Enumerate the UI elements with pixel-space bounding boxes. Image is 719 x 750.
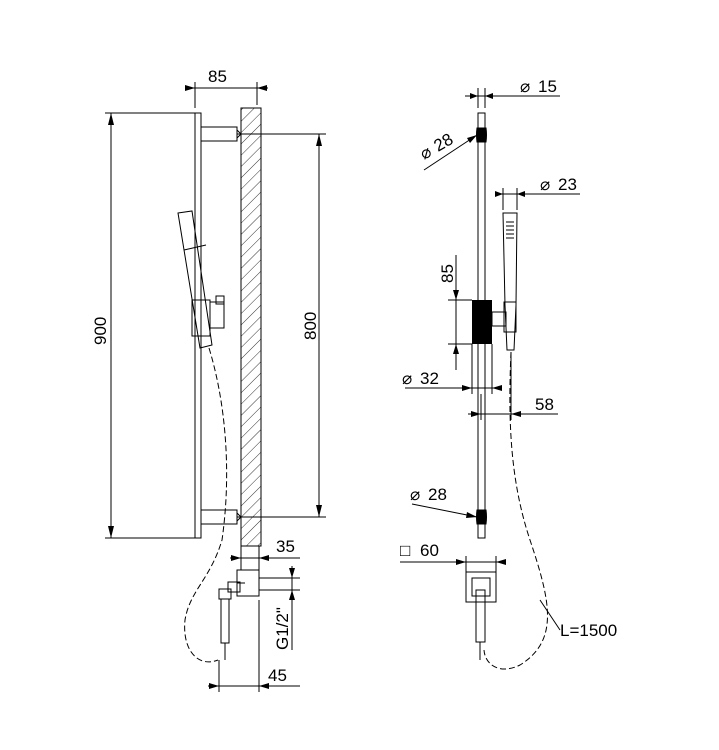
diameter-symbol-15: ⌀ [520,77,530,96]
dim-28-bottom: ⌀ 28 [410,485,478,518]
label-thread: G1/2" [273,607,292,650]
side-hose [184,347,228,663]
diameter-symbol-23: ⌀ [540,175,550,194]
dim-thread: G1/2" [259,566,300,650]
dim-800: 800 [252,133,326,518]
label-offset-58: 58 [535,395,554,414]
label-width-45: 45 [268,666,287,685]
label-bottom-cap-28: 28 [428,485,447,504]
dim-28-top: ⌀ 28 [417,130,478,171]
front-handshower [502,212,518,351]
label-width-85: 85 [208,67,227,86]
front-view: ⌀ 15 ⌀ 28 ⌀ 23 85 [400,77,617,670]
top-cap [476,127,487,143]
square-symbol-60: □ [400,541,410,560]
dim-32: ⌀ 32 [402,344,502,394]
label-depth-35: 35 [276,537,295,556]
dim-hose-length: L=1500 [539,599,617,640]
diameter-symbol-28-top: ⌀ [417,142,435,164]
label-height-900: 900 [91,317,110,345]
label-rod-15: 15 [538,77,557,96]
top-bracket [200,126,252,142]
bottom-bracket [200,509,252,525]
label-outlet-60: 60 [420,541,439,560]
label-spacing-800: 800 [301,312,320,340]
bottom-cap [476,509,487,525]
dim-35: 35 [230,537,300,570]
side-wall-outlet [218,569,260,660]
label-slider-32: 32 [420,369,439,388]
dim-85-slider: 85 [438,255,472,370]
diameter-symbol-28-bottom: ⌀ [410,485,420,504]
dim-23: ⌀ 23 [495,175,580,210]
wall-hatch [240,107,262,547]
side-rod [194,112,202,539]
dim-60: □ 60 [400,541,506,572]
front-slider [472,300,492,344]
dim-15: ⌀ 15 [465,77,560,108]
dim-58: 58 [468,352,558,420]
diameter-symbol-32: ⌀ [402,369,412,388]
label-slider-85: 85 [438,264,457,283]
front-wall-outlet [465,571,497,660]
label-hose-length: L=1500 [560,621,617,640]
dim-45: 45 [208,600,300,692]
front-hose [483,351,548,670]
dim-900: 900 [91,112,195,539]
dim-85-side: 85 [185,67,268,108]
side-view: 85 900 800 35 [91,67,326,692]
label-handshower-23: 23 [558,175,577,194]
side-handshower [177,210,225,349]
